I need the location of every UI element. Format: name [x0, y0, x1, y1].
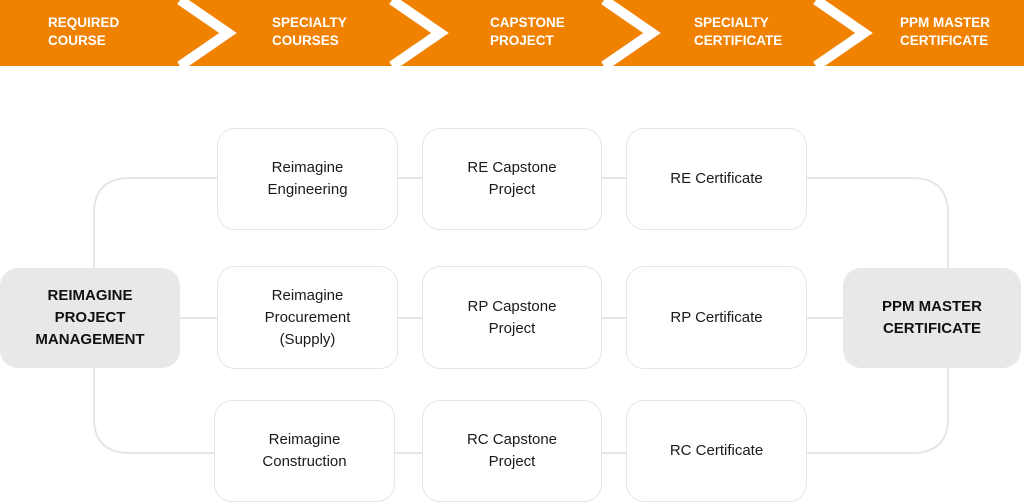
step-label-line1: SPECIALTY	[272, 15, 347, 30]
step-specialty-certificate: SPECIALTY CERTIFICATE	[694, 14, 782, 54]
step-ppm-master-certificate: PPM MASTER CERTIFICATE	[900, 14, 990, 54]
chevron-divider-1	[177, 0, 237, 66]
certificate-re: RE Certificate	[626, 128, 807, 230]
step-banner: REQUIRED COURSE SPECIALTY COURSES CAPSTO…	[0, 0, 1024, 66]
course-reimagine-engineering: Reimagine Engineering	[217, 128, 398, 230]
certificate-rc: RC Certificate	[626, 400, 807, 502]
course-reimagine-construction: Reimagine Construction	[214, 400, 395, 502]
step-label-line2: COURSE	[48, 33, 106, 48]
step-capstone-project: CAPSTONE PROJECT	[490, 14, 565, 54]
step-label-line1: PPM MASTER	[900, 15, 991, 30]
end-ppm-master-certificate: PPM MASTER CERTIFICATE	[843, 268, 1021, 368]
step-label-line1: REQUIRED	[48, 15, 120, 30]
capstone-re: RE Capstone Project	[422, 128, 602, 230]
step-label-line1: SPECIALTY	[694, 15, 769, 30]
connector-rc-to-master	[807, 368, 949, 454]
connector-re-to-master	[807, 177, 949, 268]
capstone-rp: RP Capstone Project	[422, 266, 602, 369]
step-specialty-courses: SPECIALTY COURSES	[272, 14, 347, 54]
chevron-divider-3	[601, 0, 661, 66]
chevron-divider-2	[389, 0, 449, 66]
banner-background	[0, 0, 1024, 66]
connector-start-to-engineering	[93, 177, 217, 268]
chevron-divider-4	[813, 0, 873, 66]
start-reimagine-project-management: REIMAGINE PROJECT MANAGEMENT	[0, 268, 180, 368]
step-required-course: REQUIRED COURSE	[48, 14, 119, 54]
step-label-line2: CERTIFICATE	[900, 33, 989, 48]
step-label-line2: CERTIFICATE	[694, 33, 783, 48]
step-label-line2: PROJECT	[490, 33, 554, 48]
step-label-line2: COURSES	[272, 33, 339, 48]
connector-start-to-construction	[93, 368, 214, 454]
step-banner-chevrons	[0, 0, 1024, 66]
step-label-line1: CAPSTONE	[490, 15, 565, 30]
course-reimagine-procurement: Reimagine Procurement (Supply)	[217, 266, 398, 369]
capstone-rc: RC Capstone Project	[422, 400, 602, 502]
certificate-rp: RP Certificate	[626, 266, 807, 369]
